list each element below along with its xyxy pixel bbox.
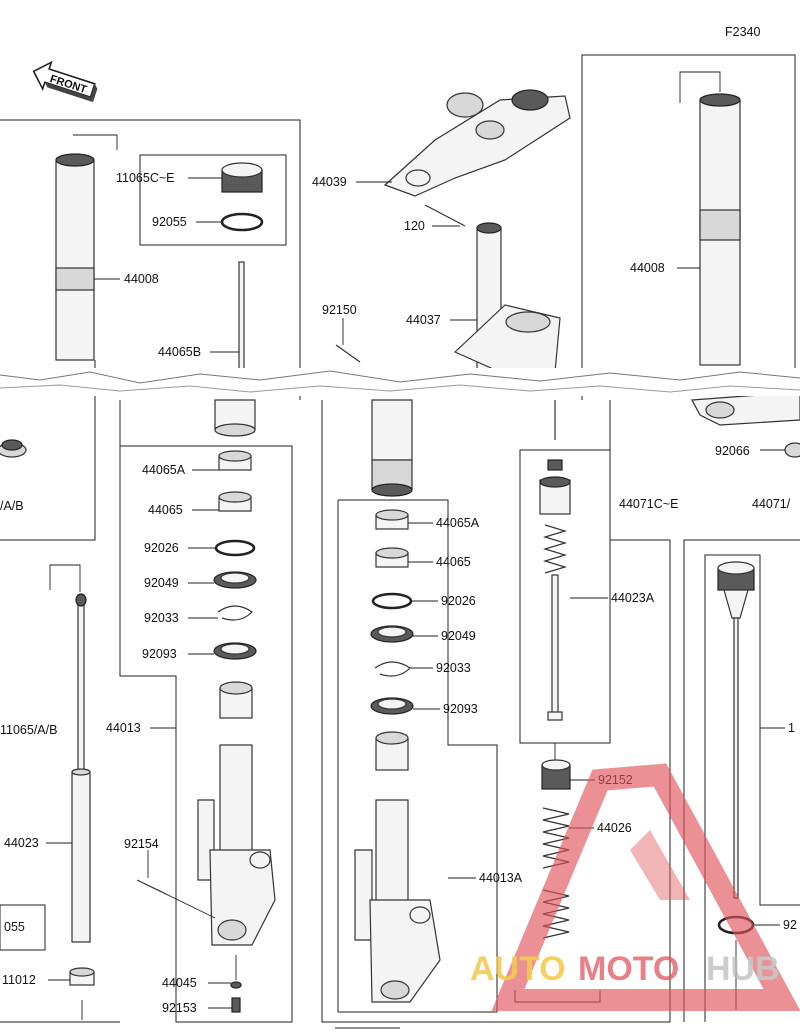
label-44071c-e: 44071C~E xyxy=(619,497,678,511)
label-44037: 44037 xyxy=(406,313,441,327)
bushing-stack-left xyxy=(213,450,257,660)
label-44008-right: 44008 xyxy=(630,261,665,275)
label-44065-left: 44065 xyxy=(148,503,183,517)
label-ab-left: /A/B xyxy=(0,499,24,513)
label-92093-left: 92093 xyxy=(142,647,177,661)
watermark-inner-mark xyxy=(630,830,690,900)
label-1-cut: 1 xyxy=(788,721,795,735)
collar-11012 xyxy=(69,967,95,1020)
label-92026-left: 92026 xyxy=(144,541,179,555)
label-44023a: 44023A xyxy=(611,591,655,605)
label-44065a-left: 44065A xyxy=(142,463,186,477)
label-055: 055 xyxy=(4,920,25,934)
label-11012: 11012 xyxy=(2,973,36,987)
leader-lines xyxy=(46,177,785,1009)
diagram-code: F2340 xyxy=(725,25,760,39)
damper-rod-left xyxy=(49,564,91,943)
bolt-92153 xyxy=(231,997,241,1013)
fork-cap-left xyxy=(220,162,264,393)
watermark-auto: AUTO xyxy=(470,950,566,988)
scan-noise xyxy=(0,370,800,384)
label-92066: 92066 xyxy=(715,444,750,458)
scan-noise-2 xyxy=(0,384,800,393)
label-120: 120 xyxy=(404,219,425,233)
label-44071-cut: 44071/ xyxy=(752,497,791,511)
label-44023-left: 44023 xyxy=(4,836,39,850)
outer-tube-right xyxy=(679,71,741,366)
steering-stem xyxy=(453,222,561,394)
label-44026: 44026 xyxy=(597,821,632,835)
damper-rod-mid xyxy=(539,400,571,760)
front-arrow-icon: FRONT xyxy=(32,60,98,103)
lower-bracket-fragment xyxy=(691,391,800,426)
outer-tube-left xyxy=(55,134,118,361)
inner-tube-left-top xyxy=(214,399,256,437)
label-92033-left: 92033 xyxy=(144,611,179,625)
damper-rod-right xyxy=(717,561,755,1010)
watermark-triangle-logo xyxy=(491,763,800,1011)
label-11065-a-b: 11065/A/B xyxy=(0,723,57,737)
label-44065b: 44065B xyxy=(158,345,201,359)
watermark-moto: MOTO xyxy=(578,950,679,988)
automotohub-watermark: AUTO MOTO HUB xyxy=(470,763,800,1011)
upper-bracket xyxy=(383,89,571,227)
bolt-92154 xyxy=(136,879,216,919)
label-92049-mid: 92049 xyxy=(441,629,476,643)
label-92026-mid: 92026 xyxy=(441,594,476,608)
watermark-hub: HUB xyxy=(706,950,780,988)
label-44065-mid: 44065 xyxy=(436,555,471,569)
seal-fragment-left xyxy=(0,439,27,458)
label-92154: 92154 xyxy=(124,837,159,851)
seal-fragment-right xyxy=(784,442,800,458)
label-44008-left: 44008 xyxy=(124,272,159,286)
part-labels: 11065C~E 92055 44008 44065B 44039 120 92… xyxy=(0,171,797,1015)
label-44039: 44039 xyxy=(312,175,347,189)
nut-92152 xyxy=(541,759,571,790)
label-92049-left: 92049 xyxy=(144,576,179,590)
label-92153: 92153 xyxy=(162,1001,197,1015)
lower-leg-mid xyxy=(354,731,441,1003)
label-11065c-e: 11065C~E xyxy=(116,171,175,185)
label-44065a-mid: 44065A xyxy=(436,516,480,530)
label-92033-mid: 92033 xyxy=(436,661,471,675)
washer-44045 xyxy=(230,955,242,989)
lower-leg-left xyxy=(197,681,276,946)
bushing-stack-mid xyxy=(370,509,414,715)
label-92150: 92150 xyxy=(322,303,357,317)
bolt-92150 xyxy=(335,344,361,363)
label-44013a: 44013A xyxy=(479,871,523,885)
label-92055: 92055 xyxy=(152,215,187,229)
label-92093-mid: 92093 xyxy=(443,702,478,716)
inner-tube-mid-top xyxy=(371,399,413,497)
label-44013: 44013 xyxy=(106,721,141,735)
frame-lines xyxy=(0,54,800,1029)
label-44045: 44045 xyxy=(162,976,197,990)
label-92-cut: 92 xyxy=(783,918,797,932)
